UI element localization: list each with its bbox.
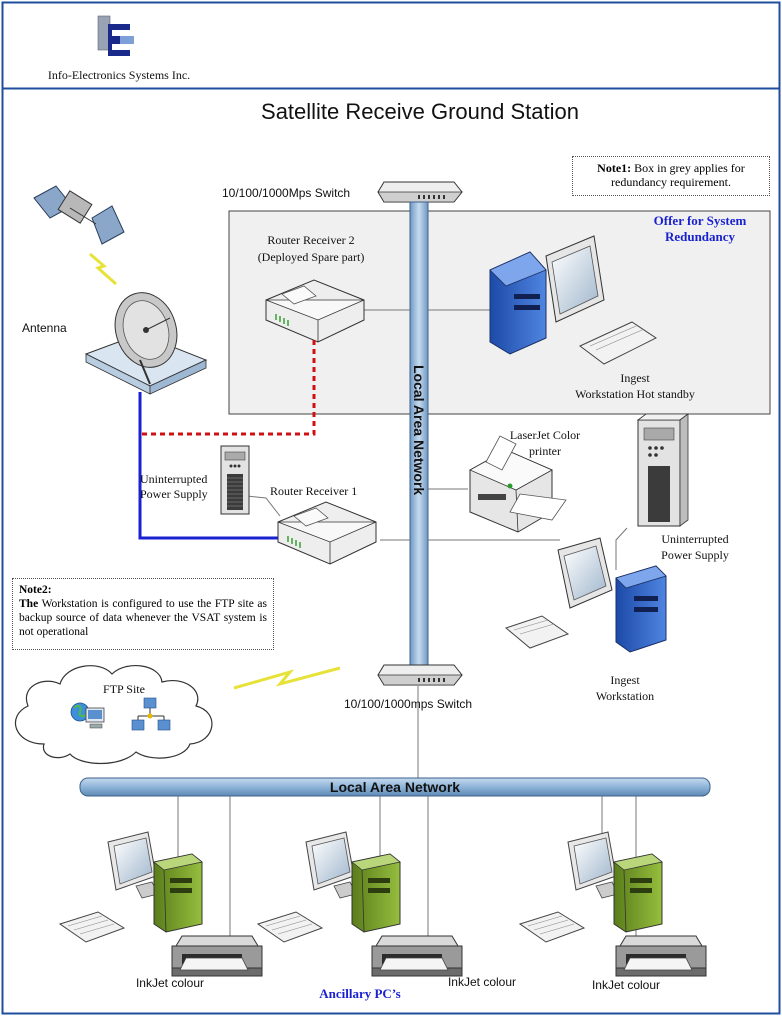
note1-box: Note1: Box in grey applies for redundanc… [572,156,770,196]
spare-antenna-link [142,340,316,436]
laserjet-line1: LaserJet Color [509,428,581,442]
laserjet-printer-icon [469,435,567,533]
company-logo [97,15,134,56]
ancillary-pc-2 [257,831,401,943]
ingest-standby-label: Ingest Workstation Hot standby [560,370,710,402]
antenna-icon [84,292,208,395]
bottom-switch-label: 10/100/1000mps Switch [344,697,473,711]
bottom-switch [377,664,463,686]
note2-label: Note2: [19,584,52,596]
ups-left-icon [220,445,250,515]
router2-label-line2: (Deployed Spare part) [257,250,365,264]
company-name: Info-Electronics Systems Inc. [47,68,191,82]
ancillary-pc-3 [519,831,663,943]
ups-right-label: Uninterrupted Power Supply [650,531,740,563]
ingest-standby-workstation [489,235,657,365]
ingest-standby-line1: Ingest [620,371,650,385]
ups-right-line1: Uninterrupted [661,532,729,546]
router2-label: Router Receiver 2 (Deployed Spare part) [236,232,386,266]
lan-horizontal-label: Local Area Network [329,779,461,795]
ftp-network-icon [131,697,171,731]
laserjet-line2: printer [529,444,561,458]
note2-text: Workstation is configured to use the FTP… [19,598,267,638]
ftp-link-icon [233,666,341,690]
ingest-line1: Ingest [610,673,640,687]
ftp-label: FTP Site [103,682,145,696]
satellite-link-icon [89,252,117,286]
redundancy-title: Offer for System Redundancy [630,213,770,245]
ancillary-label: Ancillary PC’s [319,986,401,1001]
inkjet-label-1: InkJet colour [135,976,205,990]
router-receiver-1 [277,501,377,565]
lan-vertical-label: Local Area Network [411,365,427,495]
router1-label: Router Receiver 1 [270,484,358,498]
lan-horizontal-bar [79,777,711,797]
ups-left-label: Uninterrupted Power Supply [140,472,224,502]
antenna-label: Antenna [22,321,67,335]
ingest-workstation [504,537,667,653]
note2-lead: The [19,598,39,610]
satellite-icon [33,185,125,245]
ancillary-pc-1 [59,831,203,943]
inkjet-printer-1 [171,935,263,977]
ingest-standby-line2: Workstation Hot standby [575,387,695,401]
ups-left-line2: Power Supply [140,487,208,501]
top-switch [377,181,463,203]
lan-cables [246,309,628,778]
primary-antenna-link [138,392,280,540]
ups-left-line1: Uninterrupted [140,472,208,486]
router2-label-line1: Router Receiver 2 [267,233,355,247]
inkjet-label-2: InkJet colour [447,975,517,989]
diagram-title: Satellite Receive Ground Station [261,99,579,124]
ftp-cloud [14,665,213,764]
inkjet-label-3: InkJet colour [591,978,661,992]
ftp-globe-icon [70,702,105,729]
top-switch-label: 10/100/1000Mps Switch [222,186,351,200]
ups-right-icon [636,413,690,527]
redundancy-title-line1: Offer for System [653,213,747,228]
note2-box: Note2: The Workstation is configured to … [12,578,274,650]
ups-right-line2: Power Supply [661,548,729,562]
redundancy-title-line2: Redundancy [664,229,736,244]
note1-text: Box in grey applies for redundancy requi… [611,161,745,189]
laserjet-label: LaserJet Color printer [490,427,600,459]
ingest-line2: Workstation [595,689,655,703]
inkjet-printer-2 [371,935,463,977]
note1-label: Note1: [597,161,632,175]
inkjet-printer-3 [615,935,707,977]
ingest-label: Ingest Workstation [570,672,680,704]
